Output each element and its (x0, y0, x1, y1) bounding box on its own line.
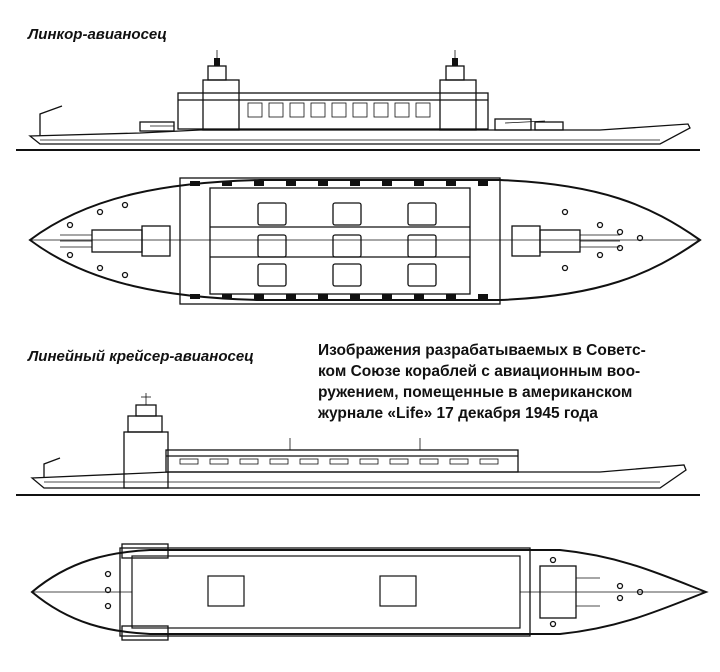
hangar-bay (268, 102, 284, 118)
battleship-plan-view (28, 177, 702, 305)
deck-lift (257, 202, 287, 226)
deck-fitting (596, 251, 604, 259)
gun-mount (254, 294, 264, 299)
deck-fitting (616, 228, 624, 236)
deck-lift (407, 202, 437, 226)
gun-mount (318, 181, 328, 186)
battlecruiser-carrier-label: Линейный крейсер-авианосец (28, 348, 254, 365)
deck-edge-detail (479, 458, 499, 465)
deck-fitting (96, 208, 104, 216)
gun-mount (350, 181, 360, 186)
deck-fitting (549, 556, 557, 564)
gun-mount (318, 294, 328, 299)
deck-edge-detail (209, 458, 229, 465)
caption-line: ком Союзе кораблей с авиационным воо- (318, 363, 641, 380)
deck-fitting (121, 201, 129, 209)
gun-mount (222, 294, 232, 299)
battlecruiser-side-profile (16, 393, 700, 496)
hangar-bay (373, 102, 389, 118)
battlecruiser-plan-view (30, 543, 709, 641)
deck-lift (257, 263, 287, 287)
deck-edge-detail (269, 458, 289, 465)
gun-mount (478, 294, 488, 299)
deck-fitting (596, 221, 604, 229)
gun-mount (286, 181, 296, 186)
caption-line: журнале «Life» 17 декабря 1945 года (318, 405, 598, 422)
hangar-bay (352, 102, 368, 118)
hangar-bay (289, 102, 305, 118)
gun-mount (414, 181, 424, 186)
deck-fitting (636, 234, 644, 242)
deck-lift (407, 234, 437, 258)
deck-fitting (104, 570, 112, 578)
gun-mount (382, 294, 392, 299)
deck-fitting (561, 208, 569, 216)
battleship-side-profile (16, 50, 700, 151)
deck-fitting (66, 251, 74, 259)
deck-edge-detail (179, 458, 199, 465)
caption-line: ружением, помещенные в американском (318, 384, 633, 401)
deck-fitting (66, 221, 74, 229)
hangar-bay (415, 102, 431, 118)
deck-edge-detail (389, 458, 409, 465)
deck-fitting (121, 271, 129, 279)
battleship-carrier-label: Линкор-авианосец (28, 26, 167, 43)
gun-mount (414, 294, 424, 299)
deck-fitting (104, 602, 112, 610)
deck-fitting (616, 582, 624, 590)
deck-fitting (549, 620, 557, 628)
gun-mount (446, 294, 456, 299)
gun-mount (254, 181, 264, 186)
gun-mount (350, 294, 360, 299)
gun-mount (446, 181, 456, 186)
deck-fitting (616, 594, 624, 602)
deck-lift (407, 263, 437, 287)
deck-fitting (104, 586, 112, 594)
deck-fitting (561, 264, 569, 272)
gun-mount (190, 181, 200, 186)
deck-lift (257, 234, 287, 258)
gun-mount (478, 181, 488, 186)
deck-lift (332, 263, 362, 287)
deck-edge-detail (299, 458, 319, 465)
hangar-bay (394, 102, 410, 118)
deck-edge-detail (239, 458, 259, 465)
hangar-bay (247, 102, 263, 118)
deck-fitting (616, 244, 624, 252)
deck-lift (332, 234, 362, 258)
gun-mount (190, 294, 200, 299)
caption-line: Изображения разрабатываемых в Советс- (318, 342, 646, 359)
deck-fitting (96, 264, 104, 272)
gun-mount (382, 181, 392, 186)
deck-edge-detail (449, 458, 469, 465)
deck-edge-detail (329, 458, 349, 465)
deck-fitting (636, 588, 644, 596)
gun-mount (222, 181, 232, 186)
hangar-bay (331, 102, 347, 118)
deck-edge-detail (419, 458, 439, 465)
deck-edge-detail (359, 458, 379, 465)
gun-mount (286, 294, 296, 299)
deck-lift (332, 202, 362, 226)
hangar-bay (310, 102, 326, 118)
figure-caption: Изображения разрабатываемых в Советс- ко… (318, 340, 710, 424)
